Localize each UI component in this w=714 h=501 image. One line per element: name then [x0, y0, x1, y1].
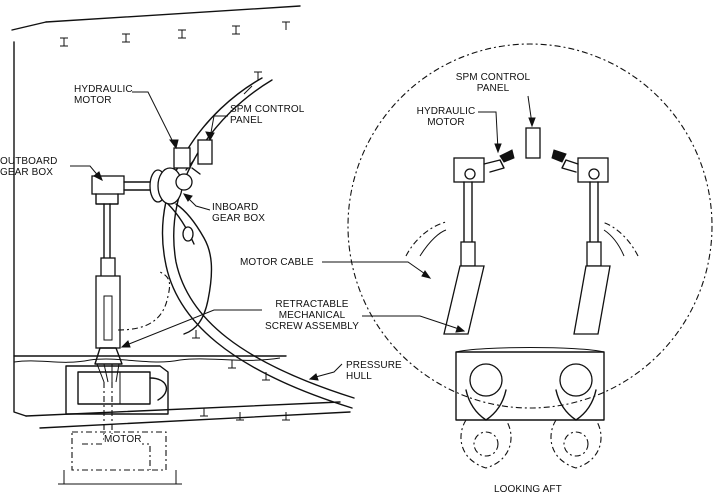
label-outboard-gear-box: OUTBOARD GEAR BOX	[0, 156, 58, 178]
label-hydraulic-motor-right: HYDRAULIC MOTOR	[416, 106, 476, 128]
label-spm-control-panel-right: SPM CONTROL PANEL	[455, 72, 531, 94]
label-inboard-gear-box: INBOARD GEAR BOX	[212, 202, 266, 224]
label-pressure-hull: PRESSURE HULL	[346, 360, 402, 382]
label-motor: MOTOR	[104, 434, 142, 445]
side-view	[11, 5, 355, 485]
label-retractable-screw-assembly: RETRACTABLE MECHANICAL SCREW ASSEMBLY	[264, 299, 360, 332]
label-motor-cable: MOTOR CABLE	[240, 257, 314, 268]
label-hydraulic-motor-left: HYDRAULIC MOTOR	[74, 84, 133, 106]
label-looking-aft: LOOKING AFT	[494, 484, 562, 495]
leader-lines	[70, 91, 536, 381]
aft-view	[347, 43, 713, 469]
label-spm-control-panel-left: SPM CONTROL PANEL	[230, 104, 305, 126]
